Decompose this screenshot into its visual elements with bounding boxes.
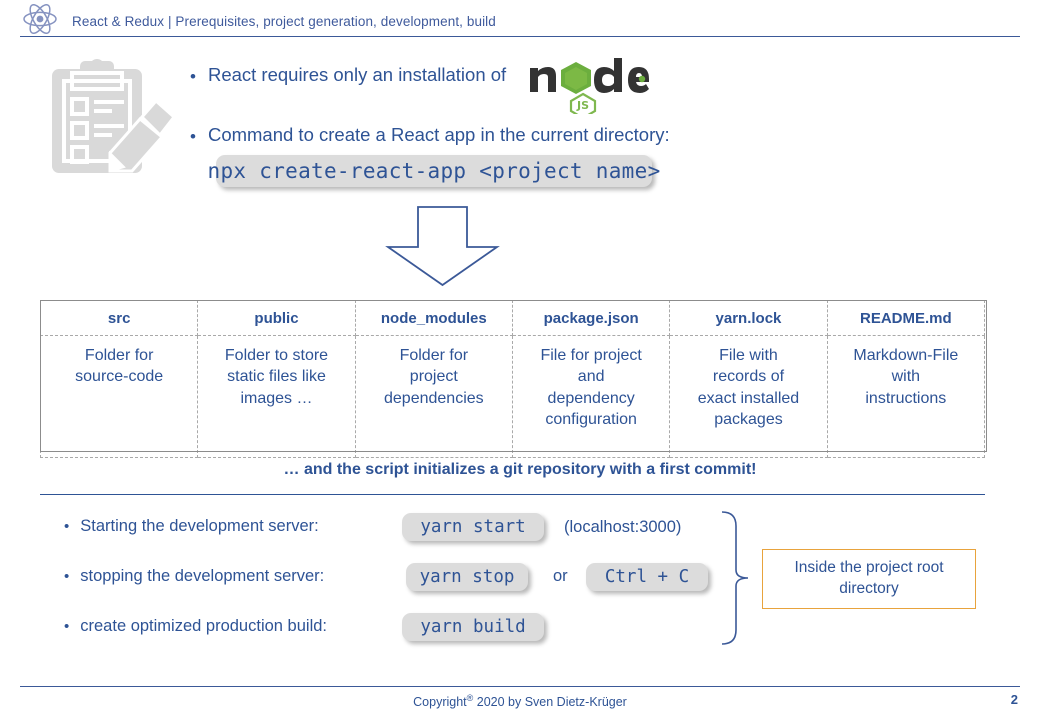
bullet-react-requires: • React requires only an installation of [190,64,506,86]
bullet-dot-icon: • [64,568,70,585]
nodejs-logo: JS [528,58,650,120]
svg-text:JS: JS [576,99,589,112]
footer-page-number: 2 [1010,692,1018,707]
footer-copyright: Copyright® 2020 by Sven Dietz-Krüger [0,693,1040,709]
table-header-cell: node_modules [354,300,513,336]
bullet-text: React requires only an installation of [207,64,507,85]
bullet-start-dev-server: • Starting the development server: [64,517,319,536]
bullet-create-production-build: • create optimized production build: [64,617,327,636]
table-header-cell: yarn.lock [669,300,828,336]
slide-header: React & Redux | Prerequisites, project g… [0,0,1040,40]
table-header-cell: README.md [826,300,986,336]
project-structure-table: src public node_modules package.json yar… [39,300,986,458]
bullet-text: Starting the development server: [80,517,319,535]
bullet-stop-dev-server: • stopping the development server: [64,567,324,586]
bullet-dot-icon: • [190,127,196,146]
header-divider [20,36,1020,37]
bullet-text: Command to create a React app in the cur… [207,124,670,145]
copyright-mark: ® [466,693,474,703]
clipboard-pen-icon [44,57,177,181]
table-caption: … and the script initializes a git repos… [283,461,757,478]
code-chip-npx-create-react-app: npx create-react-app <project name> [208,155,660,187]
table-header-cell: src [39,300,199,336]
copyright-prefix: Copyright [413,695,467,710]
copyright-rest: 2020 by Sven Dietz-Krüger [473,695,627,710]
code-chip-yarn-stop: yarn stop [406,563,528,591]
bullet-text: create optimized production build: [80,617,327,635]
code-chip-yarn-build: yarn build [402,613,544,641]
callout-inside-project-root: Inside the project root directory [762,549,976,609]
code-chip-yarn-start: yarn start [402,513,544,541]
bullet-text: stopping the development server: [80,567,325,585]
table-header-cell: package.json [511,300,671,336]
or-label: or [553,567,568,585]
header-title: React & Redux | Prerequisites, project g… [72,14,496,29]
down-arrow-icon [385,205,500,287]
right-curly-brace-icon [718,508,752,648]
bullet-dot-icon: • [190,67,196,86]
bullet-dot-icon: • [64,518,70,535]
table-header-row: src public node_modules package.json yar… [39,300,986,336]
footer-divider [20,686,1020,687]
table-header-cell: public [197,300,356,336]
bullet-command-create: • Command to create a React app in the c… [190,124,670,146]
code-chip-ctrl-c: Ctrl + C [586,563,708,591]
react-atom-icon [18,2,62,36]
localhost-note: (localhost:3000) [564,518,682,536]
bullet-dot-icon: • [64,618,70,635]
section-divider [40,494,985,495]
